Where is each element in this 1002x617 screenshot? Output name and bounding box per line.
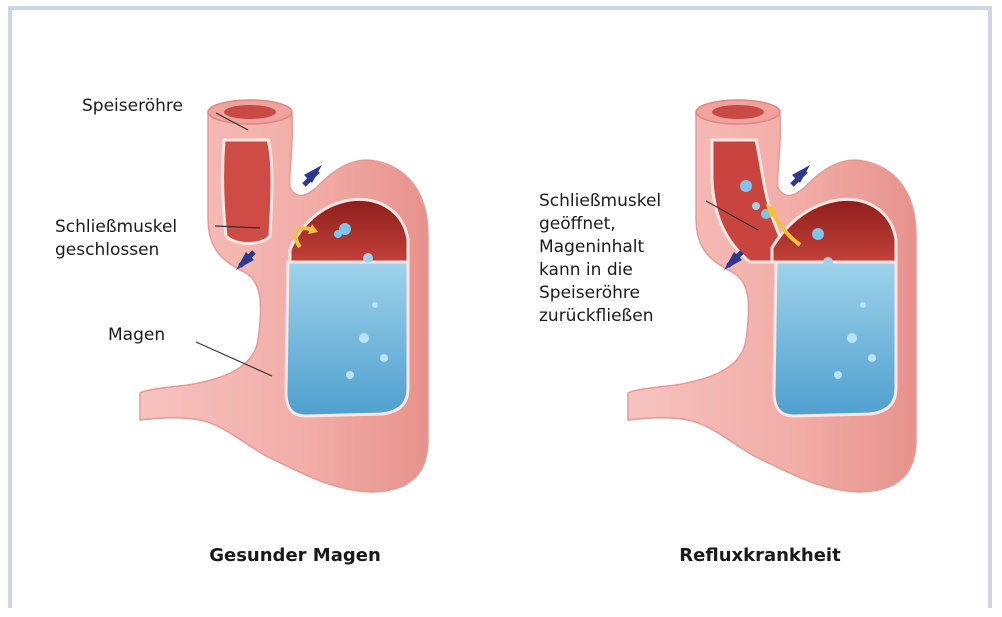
label-sphincter-closed: Schließmuskel geschlossen [55,216,177,262]
stomach-acid [774,262,896,416]
label-sphincter-open: Schließmuskel geöffnet, Mageninhalt kann… [539,190,661,328]
reflux-stomach-illustration [628,100,916,492]
healthy-stomach-illustration [140,100,428,492]
caption-reflux-disease: Refluxkrankheit [640,545,880,566]
label-esophagus: Speiseröhre [82,95,183,118]
label-stomach: Magen [108,324,165,347]
stomach-acid [286,262,408,416]
caption-healthy-stomach: Gesunder Magen [175,545,415,566]
